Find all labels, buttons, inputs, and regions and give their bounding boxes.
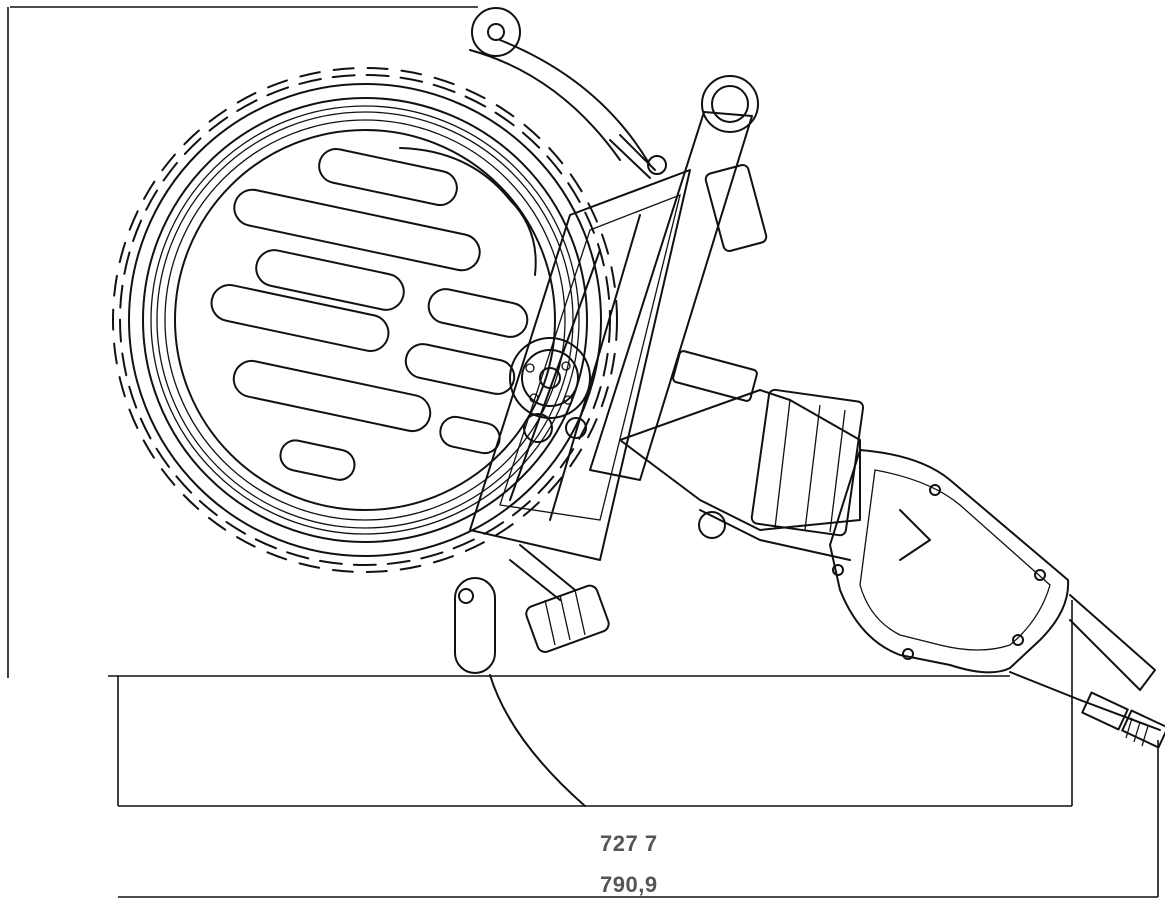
inner-width-label: 727 7 [600,831,658,856]
motor-body [619,350,865,561]
blade-guard [469,7,667,179]
handle-bar [589,75,768,481]
air-inlet-fitting [1009,594,1165,749]
overall-width-label: 790,9 [600,872,658,897]
saw-blade [112,67,618,573]
rear-handle [829,449,1070,674]
dimension-lines [7,6,1159,898]
mounting-plate [469,169,691,561]
lower-clamp [454,544,610,807]
